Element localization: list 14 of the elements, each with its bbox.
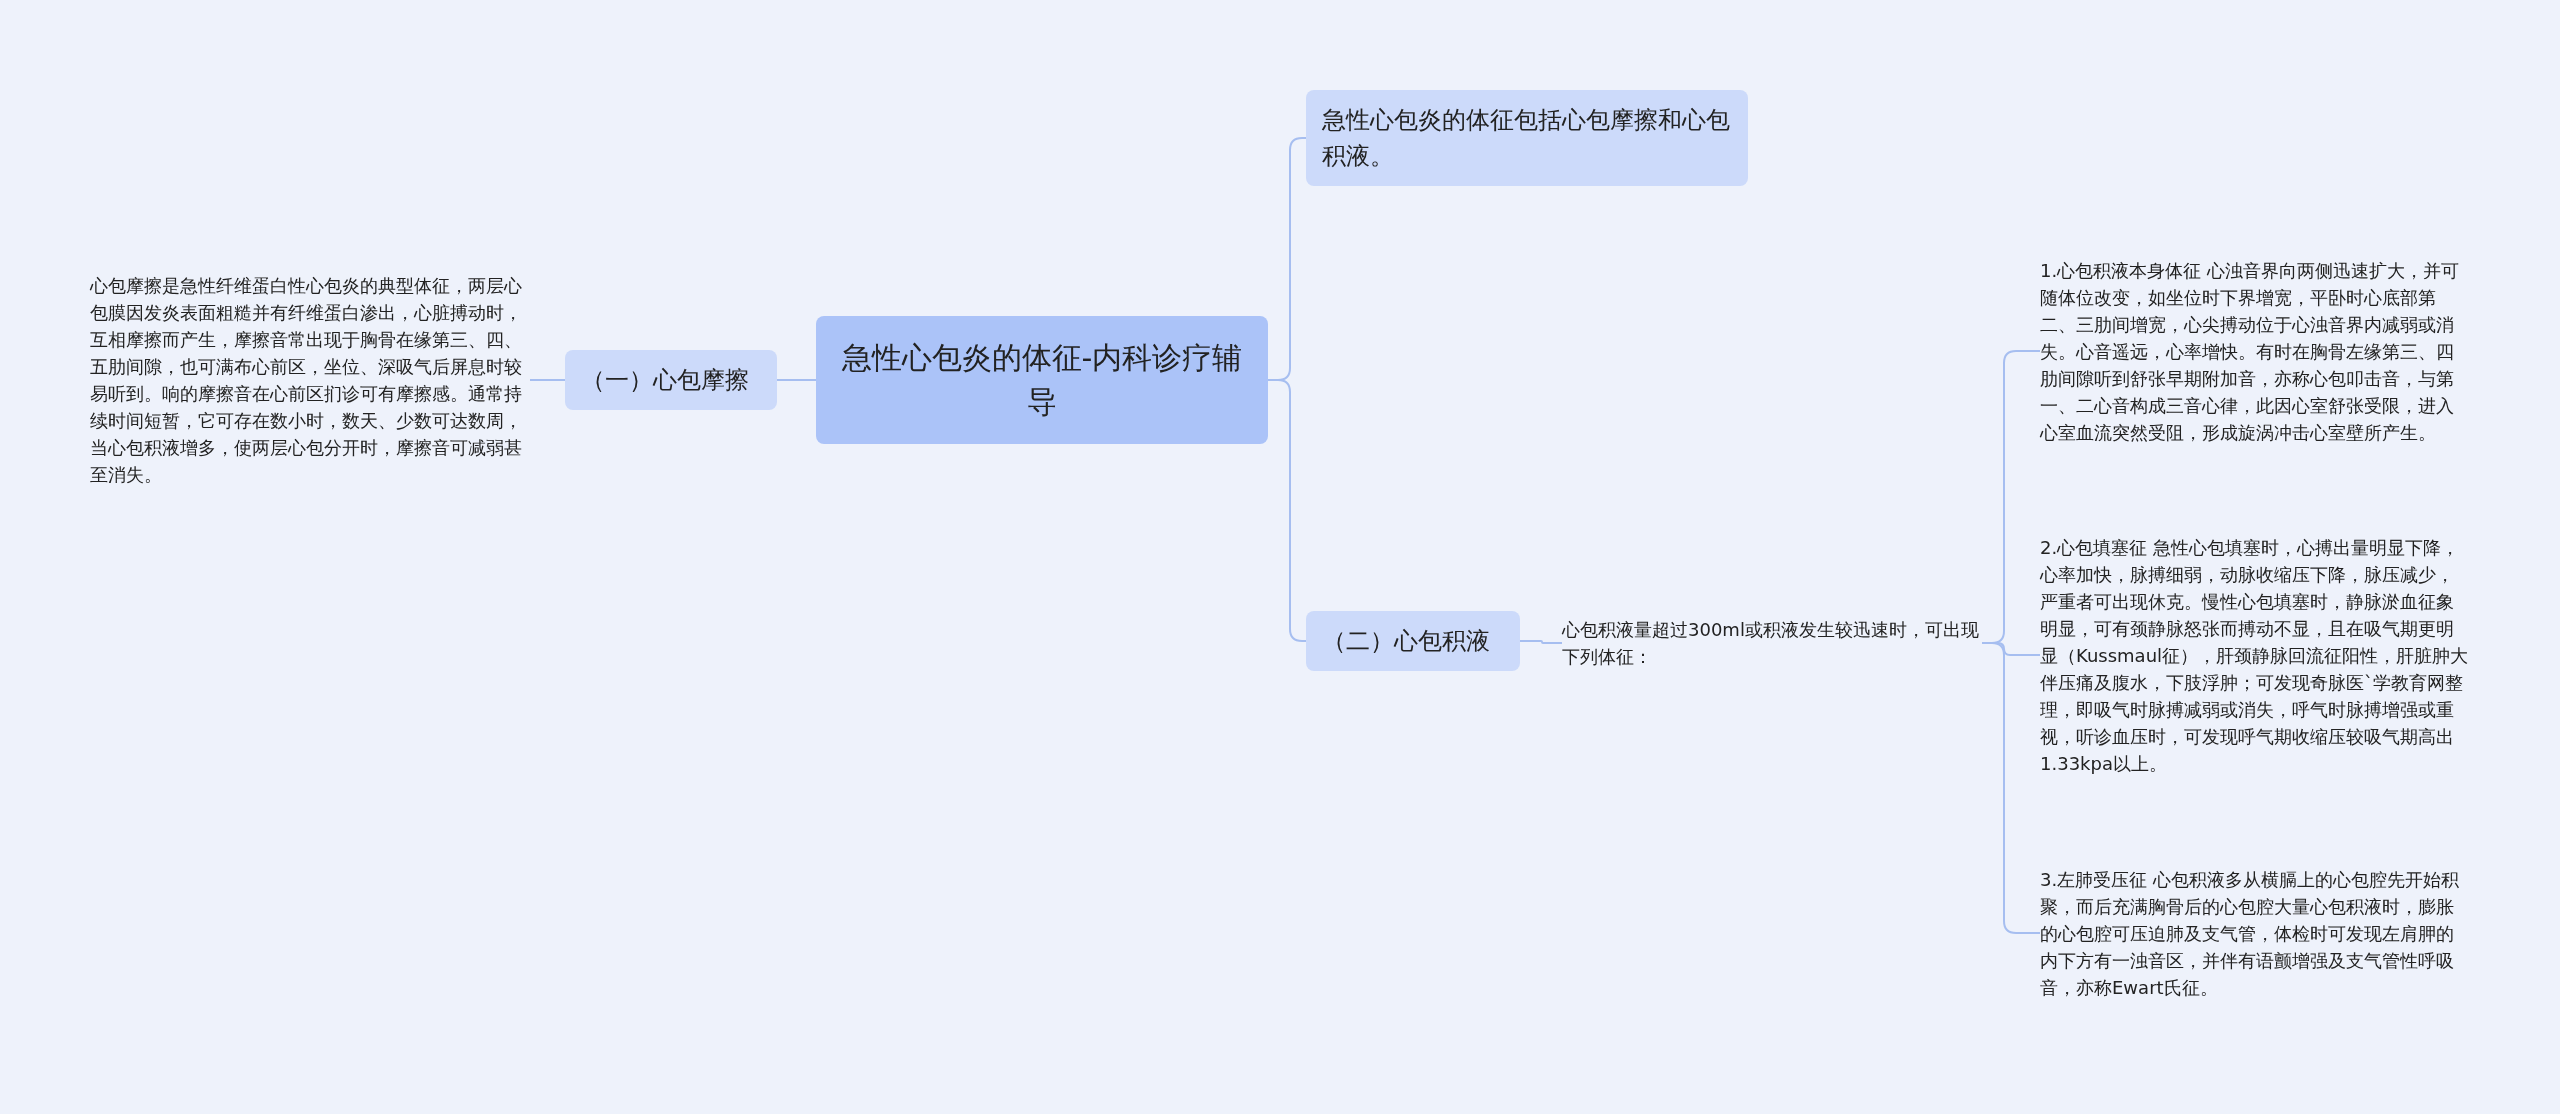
note-text: 心包摩擦是急性纤维蛋白性心包炎的典型体征，两层心包膜因发炎表面粗糙并有纤维蛋白渗出，心脏搏动时，互相摩擦而产生，摩擦音常出现于胸骨在缘第三、四、五肋间隙，也可满布心前区，坐位、深吸气后屏息时较易听到。响的摩擦音在心前区扪诊可有摩擦感。通常持续时间短暂，它可存在数小时，数天、少数可达数周，当心包积液增多，使两层心包分开时，摩擦音可减弱甚至消失。 [90,256,530,504]
topic-box: 急性心包炎的体征包括心包摩擦和心包积液。 [1306,90,1748,186]
connector-line [776,379,817,381]
note-text: 3.左肺受压征 心包积液多从横膈上的心包腔先开始积聚，而后充满胸骨后的心包腔大量心包积液时，膨胀的心包腔可压迫肺及支气管，体检时可发现左肩胛的内下方有一浊音区，并伴有语颤增强及支气管性呼吸音，亦称Ewart氏征。 [2040,848,2470,1018]
connector-line [1981,642,2041,934]
topic-box: （二）心包积液 [1306,611,1520,671]
connector-line [529,379,566,381]
connector-line [1267,379,1307,642]
central-topic-box: 急性心包炎的体征-内科诊疗辅导 [816,316,1268,444]
note-text: 1.心包积液本身体征 心浊音界向两侧迅速扩大，并可随体位改变，如坐位时下界增宽，平卧时心底部第二、三肋间增宽，心尖搏动位于心浊音界内减弱或消失。心音遥远，心率增快。有时在胸骨左缘第三、四肋间隙听到舒张早期附加音，亦称心包叩击音，与第一、二心音构成三音心律，此因心室舒张受限，进入心室血流突然受阻，形成旋涡冲击心室壁所产生。 [2040,240,2470,462]
note-text: 2.心包填塞征 急性心包填塞时，心搏出量明显下降，心率加快，脉搏细弱，动脉收缩压下降，脉压减少，严重者可出现休克。慢性心包填塞时，静脉淤血征象明显，可有颈静脉怒张而搏动不显，且在吸气期更明显（Kussmaul征），肝颈静脉回流征阳性，肝脏肿大伴压痛及腹水，下肢浮肿；可发现奇脉医`学教育网整理，即吸气时脉搏减弱或消失，呼气时脉搏增强或重视，听诊血压时，可发现呼气期收缩压较吸气期高出1.33kpa以上。 [2040,516,2470,794]
connector-line [1519,640,1563,644]
note-text: 心包积液量超过300ml或积液发生较迅速时，可出现下列体征： [1562,612,1982,674]
topic-box: （一）心包摩擦 [565,350,777,410]
